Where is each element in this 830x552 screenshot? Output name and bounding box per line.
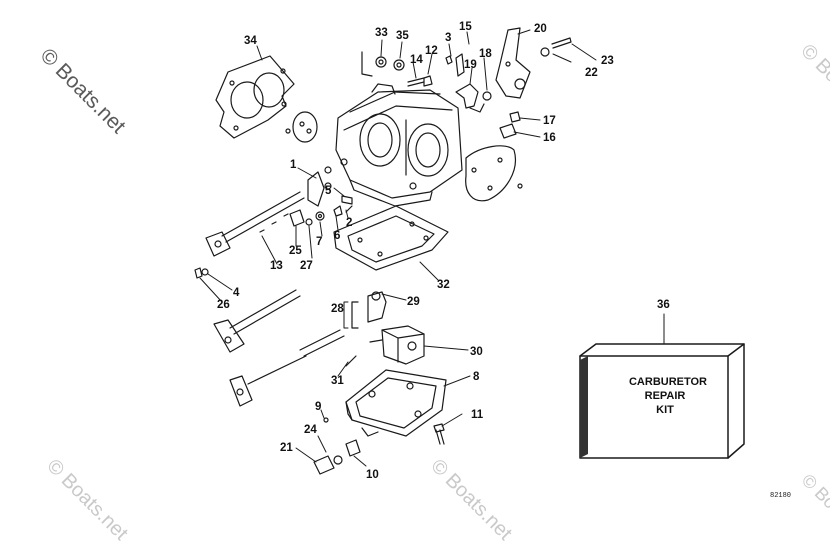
- repair-kit-box-shadow: [580, 356, 588, 458]
- part-34-flange-gasket: [215, 55, 295, 139]
- callout-4: 4: [233, 287, 240, 299]
- callout-21: 21: [280, 442, 293, 454]
- figure-number: 82180: [770, 492, 791, 500]
- part-22-23-screw-washer: [540, 37, 572, 57]
- parts-12-14-33-35-hardware: [361, 51, 453, 87]
- parts-4-26-screw: [194, 267, 209, 279]
- part-cover-plate: [465, 145, 523, 202]
- callout-17: 17: [543, 115, 556, 127]
- carburetor-exploded-diagram: 34 33 35 12 14 3 15 18 19 20 23 22 17 16…: [194, 21, 791, 500]
- parts-16-17: [499, 111, 521, 139]
- part-20-lever-arm: [495, 27, 531, 99]
- carburetor-main-body: [335, 83, 463, 207]
- part-1-bracket: [307, 166, 353, 213]
- part-13-throttle-shaft: [205, 191, 305, 257]
- repair-kit-label-line3: KIT: [656, 404, 674, 416]
- callout-19: 19: [464, 59, 477, 71]
- callout-32: 32: [437, 279, 450, 291]
- lower-link: [229, 355, 307, 407]
- part-31-needle: [299, 329, 357, 367]
- part-28-float-pin: [351, 291, 387, 329]
- part-8-float-bowl: [345, 369, 447, 437]
- callout-33: 33: [375, 27, 388, 39]
- callout-20: 20: [534, 23, 547, 35]
- callout-26: 26: [217, 299, 230, 311]
- callout-16: 16: [543, 132, 556, 144]
- callout-27: 27: [300, 260, 313, 272]
- callout-1: 1: [290, 159, 297, 171]
- callout-11: 11: [471, 409, 484, 421]
- callout-5: 5: [325, 185, 332, 197]
- callout-30: 30: [470, 346, 483, 358]
- leader-lines: [199, 29, 665, 467]
- part-32-bowl-gasket: [333, 205, 449, 271]
- callout-2: 2: [346, 217, 352, 229]
- repair-kit-label-line2: REPAIR: [645, 390, 686, 402]
- throttle-plate-part: [285, 111, 318, 143]
- callout-3: 3: [445, 32, 451, 44]
- callout-numbers: 34 33 35 12 14 3 15 18 19 20 23 22 17 16…: [217, 21, 670, 481]
- callout-13: 13: [270, 260, 283, 272]
- callout-15: 15: [459, 21, 472, 33]
- callout-29: 29: [407, 296, 420, 308]
- callout-28: 28: [331, 303, 344, 315]
- parts-9-10-21-24-drain: [313, 417, 361, 475]
- parts-6-7-25-27: [289, 205, 343, 227]
- callout-9: 9: [315, 401, 321, 413]
- callout-24: 24: [304, 424, 317, 436]
- callout-8: 8: [473, 371, 480, 383]
- callout-25: 25: [289, 245, 302, 257]
- repair-kit-label-line1: CARBURETOR: [629, 376, 707, 388]
- callout-18: 18: [479, 48, 492, 60]
- part-30-float: [369, 325, 425, 365]
- callout-6: 6: [334, 230, 340, 242]
- callout-36: 36: [657, 299, 670, 311]
- callout-12: 12: [425, 45, 438, 57]
- callout-7: 7: [316, 236, 322, 248]
- callout-14: 14: [410, 54, 423, 66]
- callout-34: 34: [244, 35, 257, 47]
- callout-31: 31: [331, 375, 344, 387]
- callout-10: 10: [366, 469, 379, 481]
- callout-35: 35: [396, 30, 409, 42]
- part-11-screw: [433, 423, 445, 445]
- callout-23: 23: [601, 55, 614, 67]
- choke-shaft: [213, 289, 301, 353]
- callout-22: 22: [585, 67, 598, 79]
